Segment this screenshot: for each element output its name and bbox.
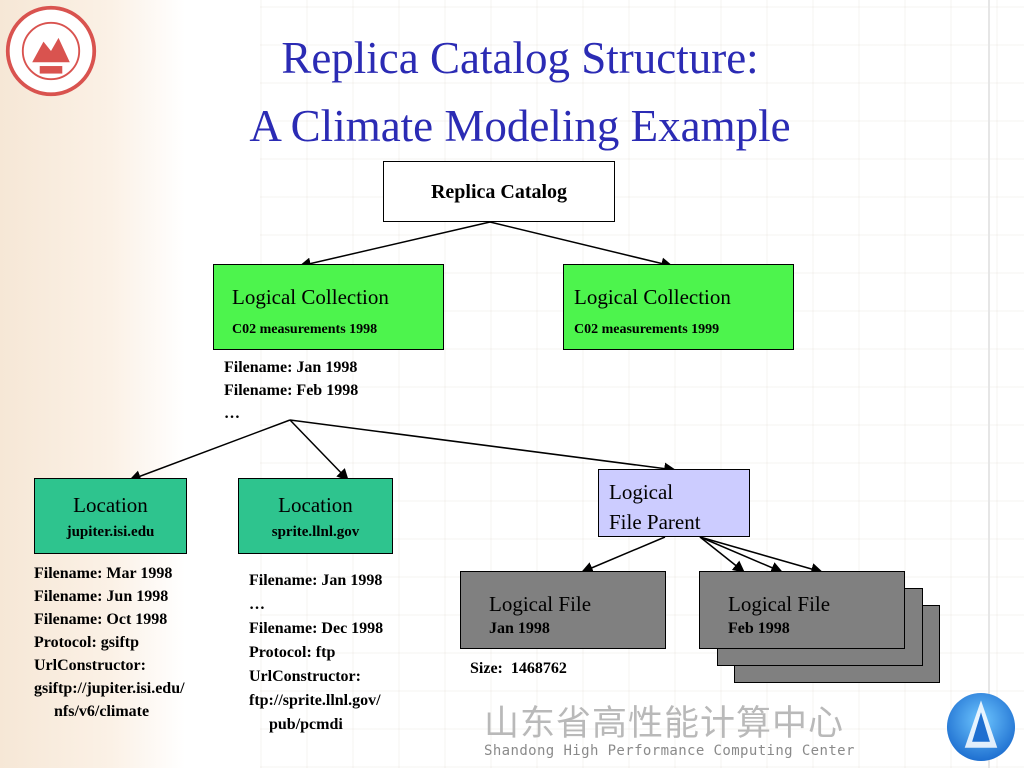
file-parent-label-line-2: File Parent [609,510,701,534]
logical-file-feb-node: Logical File Feb 1998 [699,571,905,649]
collection-1-sublabel: C02 measurements 1998 [232,322,378,337]
location-2-detail: pub/pcmdi [249,716,343,733]
edge-root-to-collection-1 [298,221,491,270]
logical-file-jan-node: Logical File Jan 1998 [460,571,666,649]
logical-file-2-sublabel: Feb 1998 [728,620,790,637]
footer-english-name: Shandong High Performance Computing Cent… [484,743,855,759]
logical-collection-1999-node: Logical Collection C02 measurements 1999 [563,264,794,350]
edge-files-to-location-1 [128,419,291,482]
size-label: Size: 1468762 [470,660,567,677]
location-2-detail: … [249,596,265,613]
edge-parent-to-file-1 [580,536,666,574]
location-2-host: sprite.llnl.gov [271,524,360,540]
location-1-detail: gsiftp://jupiter.isi.edu/ [34,680,185,697]
collection-2-label: Logical Collection [574,285,731,309]
logical-file-1-sublabel: Jan 1998 [489,620,550,637]
background-band [0,0,185,768]
edge-files-to-file-parent [289,419,677,475]
location-1-detail: UrlConstructor: [34,657,146,674]
location-2-detail: Filename: Dec 1998 [249,620,384,637]
logical-collection-1998-node: Logical Collection C02 measurements 1998 [213,264,444,350]
logical-file-1-label: Logical File [489,592,592,616]
location-2-detail: UrlConstructor: [249,668,361,685]
edge-parent-to-file-2a [699,536,745,573]
location-2-detail: ftp://sprite.llnl.gov/ [249,692,381,709]
location-1-detail: Protocol: gsiftp [34,634,140,651]
replica-catalog-node: Replica Catalog [383,161,615,222]
location-1-detail: Filename: Mar 1998 [34,565,173,582]
location-1-label: Location [73,493,148,517]
right-divider [988,0,990,768]
location-2-detail: Filename: Jan 1998 [249,572,383,589]
location-2-label: Location [278,493,353,517]
edge-parent-to-file-2c [699,536,824,575]
location-jupiter-node: Location jupiter.isi.edu [34,478,187,554]
slide-title-line-2: A Climate Modeling Example [249,101,791,151]
location-1-detail: Filename: Oct 1998 [34,611,168,628]
edge-files-to-location-2 [289,419,349,481]
university-seal-icon [5,5,97,97]
slide-title-line-1: Replica Catalog Structure: [281,33,759,83]
logical-file-2-label: Logical File [728,592,831,616]
file-parent-label-line-1: Logical [609,480,674,504]
location-2-detail: Protocol: ftp [249,644,336,661]
computing-center-logo-icon [946,692,1016,762]
edge-root-to-collection-2 [489,221,674,270]
collection-1-label: Logical Collection [232,285,389,309]
collection-1-file-1: Filename: Jan 1998 [224,359,358,376]
location-1-detail: nfs/v6/climate [34,703,150,720]
footer-chinese-name: 山东省高性能计算中心 [484,704,845,744]
logical-file-parent-node: Logical File Parent [598,469,750,537]
location-1-host: jupiter.isi.edu [66,524,155,540]
replica-catalog-label: Replica Catalog [430,181,568,203]
collection-1-file-2: Filename: Feb 1998 [224,382,359,399]
collection-2-sublabel: C02 measurements 1999 [574,322,720,337]
edge-parent-to-file-2b [699,536,784,574]
location-1-detail: Filename: Jun 1998 [34,588,169,605]
collection-1-file-ellipsis: … [224,405,240,422]
location-sprite-node: Location sprite.llnl.gov [238,478,393,554]
